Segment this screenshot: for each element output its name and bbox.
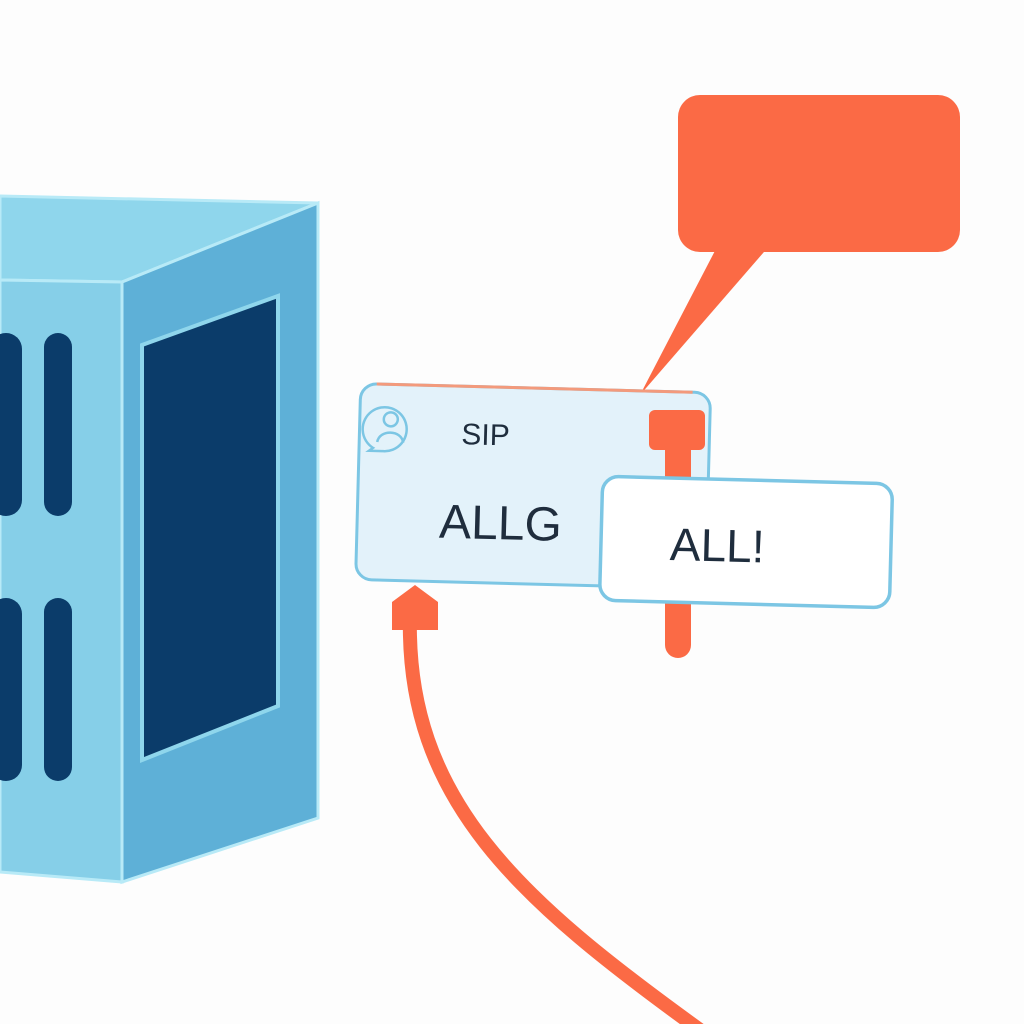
popup-value: ALL! <box>669 518 765 572</box>
arrow-head-icon <box>392 585 438 630</box>
server-box <box>0 194 320 885</box>
card-value: ALLG <box>438 496 562 552</box>
curved-arrow <box>392 585 704 1024</box>
speech-bubble <box>640 95 960 395</box>
vent-slot <box>44 333 72 516</box>
server-window <box>140 293 280 763</box>
popup-card: ALL! <box>598 474 894 610</box>
user-chat-icon <box>361 405 408 453</box>
speech-bubble-body <box>678 95 960 252</box>
vent-slot <box>0 333 22 516</box>
vent-slot <box>0 598 22 781</box>
vent-slot <box>44 598 72 781</box>
speech-bubble-tail <box>640 245 770 395</box>
card-label: SIP <box>461 418 510 452</box>
